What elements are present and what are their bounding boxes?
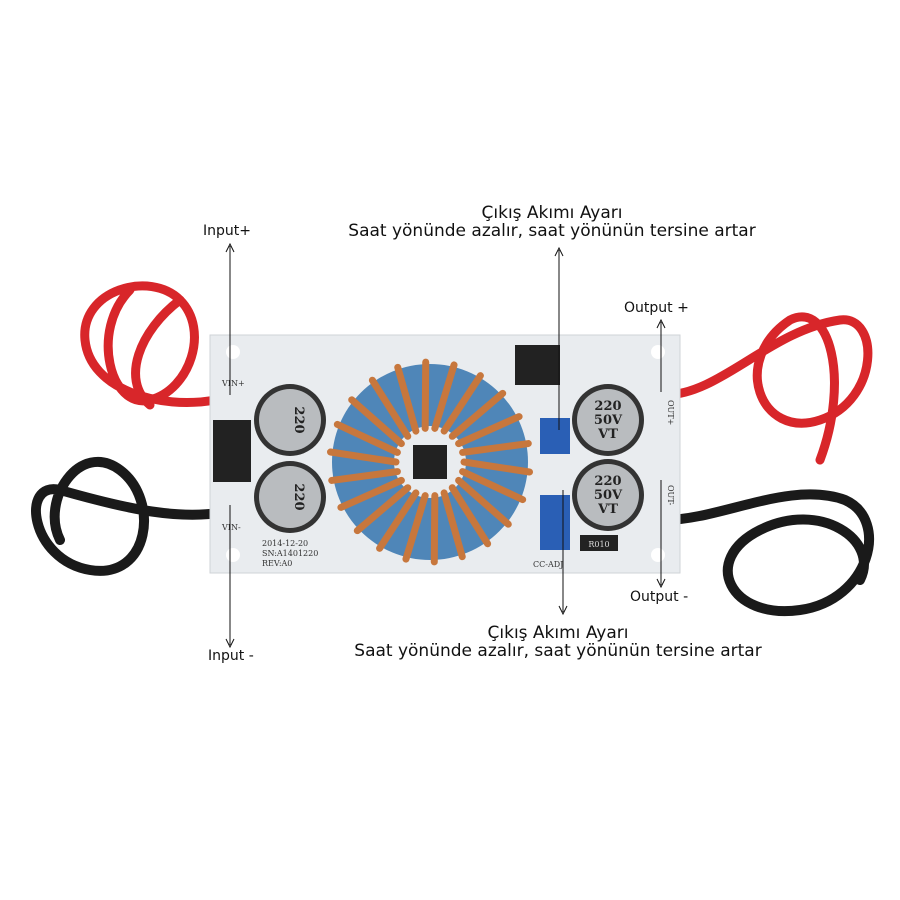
label-input-minus: Input -	[208, 648, 254, 664]
mosfet	[515, 345, 560, 385]
svg-text:R010: R010	[588, 540, 609, 549]
toroid-inductor	[326, 358, 534, 566]
svg-text:220: 220	[594, 474, 621, 489]
svg-text:CC-ADJ: CC-ADJ	[533, 560, 563, 569]
black-wire-right	[660, 489, 874, 617]
svg-text:2014-12-20: 2014-12-20	[262, 539, 308, 548]
copper-winding	[460, 458, 534, 476]
annotation-top: Çıkış Akımı Ayarı Saat yönünde azalır, s…	[348, 204, 755, 240]
copper-winding	[459, 468, 527, 504]
copper-winding	[348, 396, 405, 448]
copper-winding	[455, 413, 523, 448]
copper-winding	[455, 476, 512, 528]
label-output-minus: Output -	[630, 589, 689, 605]
red-wire-left	[80, 281, 220, 410]
copper-winding	[448, 389, 507, 440]
svg-text:50V: 50V	[594, 488, 623, 503]
svg-text:220: 220	[291, 483, 306, 510]
svg-text:SN:A1401220: SN:A1401220	[262, 549, 318, 558]
svg-text:50V: 50V	[594, 413, 623, 428]
label-output-plus: Output +	[624, 300, 689, 316]
copper-winding	[376, 489, 420, 552]
black-wire-left	[31, 457, 230, 576]
pointer-lines	[225, 242, 666, 649]
svg-text:VIN+: VIN+	[221, 379, 245, 388]
annotation-top-title: Çıkış Akımı Ayarı	[481, 203, 623, 223]
svg-text:220: 220	[291, 406, 306, 433]
svg-text:220: 220	[594, 399, 621, 414]
capacitor: 220	[254, 384, 326, 456]
svg-text:OUT-: OUT-	[666, 485, 675, 506]
capacitor: 220 50V VT	[572, 459, 644, 531]
copper-winding	[328, 468, 401, 484]
svg-text:OUT+: OUT+	[666, 400, 675, 425]
svg-text:VT: VT	[597, 427, 618, 442]
potentiometer-top[interactable]	[540, 418, 570, 454]
annotation-bottom: Çıkış Akımı Ayarı Saat yönünde azalır, s…	[354, 624, 761, 660]
copper-winding	[440, 372, 484, 435]
copper-winding	[431, 361, 458, 432]
copper-winding	[448, 484, 492, 548]
copper-winding	[326, 448, 400, 466]
copper-winding	[421, 358, 430, 432]
svg-text:VIN-: VIN-	[221, 523, 241, 532]
diode	[213, 420, 251, 482]
red-wire-right	[660, 312, 873, 465]
annotation-bottom-text: Saat yönünde azalır, saat yönünün tersin…	[354, 641, 762, 661]
capacitor: 220 50V VT	[572, 384, 644, 456]
copper-winding	[394, 363, 420, 435]
label-input-plus: Input+	[203, 223, 251, 239]
copper-winding	[402, 492, 429, 563]
potentiometer-bottom[interactable]	[540, 495, 570, 550]
copper-winding	[337, 476, 405, 511]
shunt-resistor	[580, 535, 618, 551]
copper-winding	[368, 376, 412, 440]
svg-text:REV:A0: REV:A0	[262, 559, 292, 568]
copper-winding	[440, 489, 466, 561]
copper-winding	[333, 420, 401, 456]
copper-winding	[353, 484, 412, 535]
annotation-top-text: Saat yönünde azalır, saat yönünün tersin…	[348, 221, 756, 241]
copper-winding	[459, 440, 532, 456]
capacitor: 220	[254, 461, 326, 533]
annotation-bottom-title: Çıkış Akımı Ayarı	[487, 623, 629, 643]
svg-text:VT: VT	[597, 502, 618, 517]
copper-winding	[430, 492, 439, 566]
